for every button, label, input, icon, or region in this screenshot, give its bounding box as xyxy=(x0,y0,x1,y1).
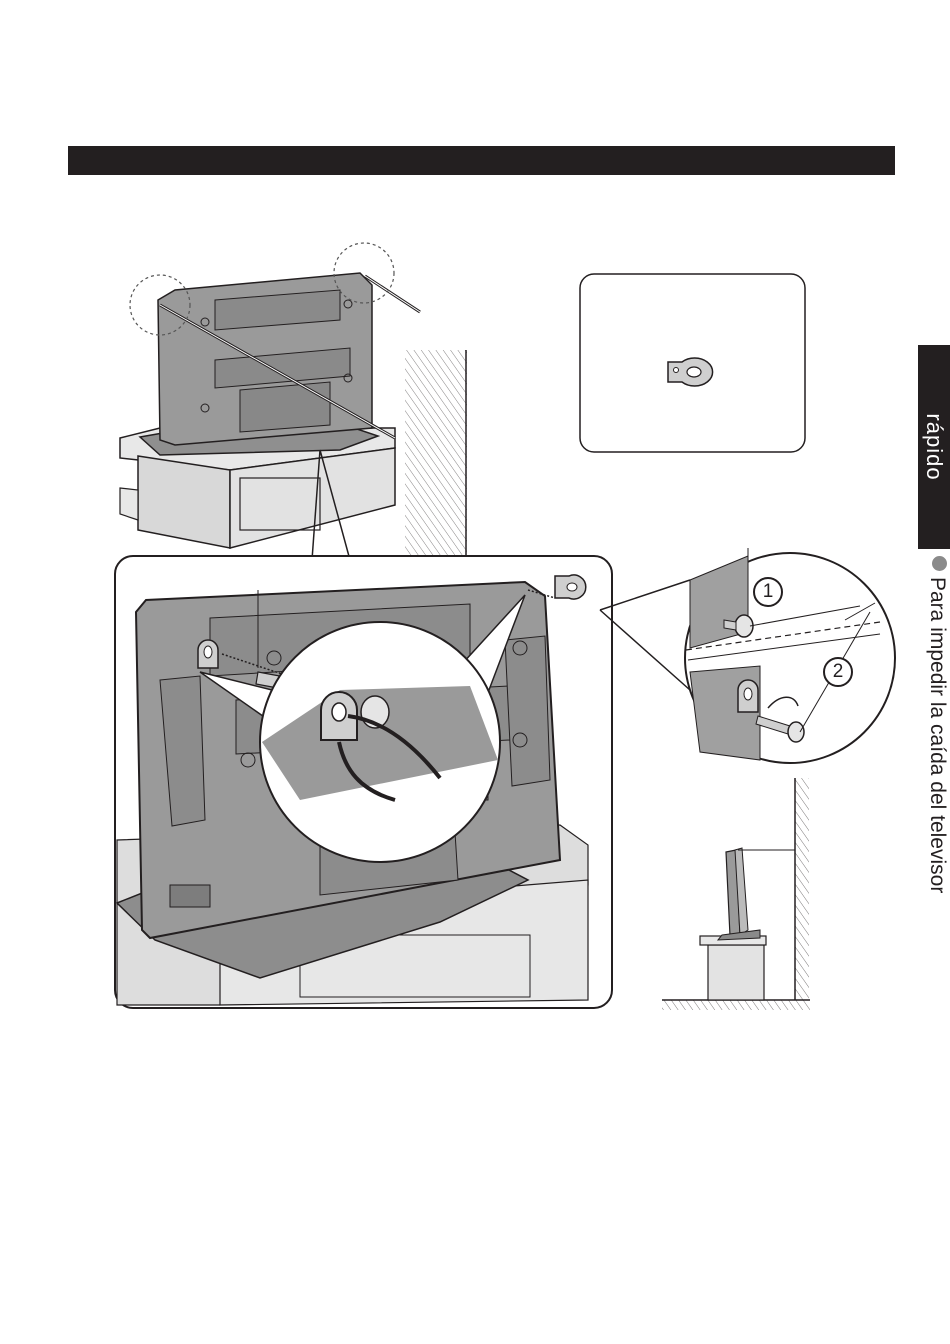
step-one-marker: 1 xyxy=(753,577,783,607)
wall-detail xyxy=(600,548,895,763)
wall-hatch xyxy=(405,350,467,555)
clip-icon xyxy=(668,358,713,386)
main-detail-panel xyxy=(115,556,612,1008)
right-clip-icon xyxy=(555,575,586,599)
side-view-scene xyxy=(662,778,810,1010)
clip-callout xyxy=(580,274,805,452)
step-two-marker: 2 xyxy=(823,657,853,687)
left-clip-icon xyxy=(198,640,218,668)
wall-clip-icon xyxy=(738,680,758,712)
overview-tv-scene xyxy=(120,243,467,560)
